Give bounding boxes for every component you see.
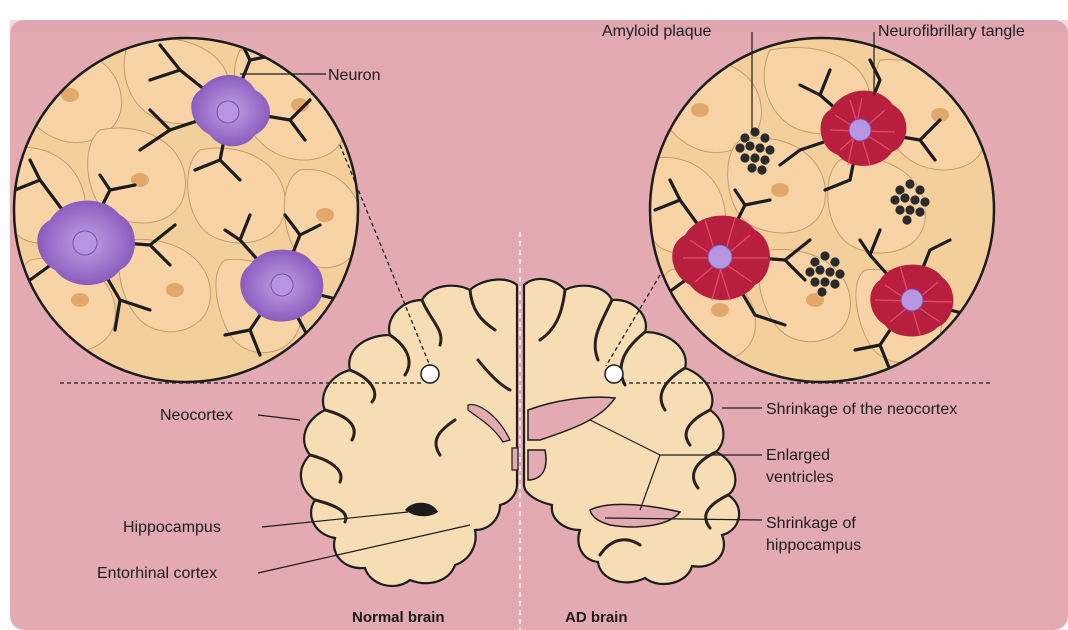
normal-sample-point xyxy=(421,365,439,383)
caption-normal-brain: Normal brain xyxy=(352,609,445,626)
label-neurofibrillary-tangle: Neurofibrillary tangle xyxy=(878,23,1025,40)
label-shrinkage-neocortex: Shrinkage of the neocortex xyxy=(766,401,957,418)
caption-ad-brain: AD brain xyxy=(565,609,628,626)
label-neuron: Neuron xyxy=(328,67,380,84)
label-enlarged-ventricles: Enlarged xyxy=(766,447,830,464)
normal-ventricle-lower xyxy=(512,448,518,470)
label-amyloid-plaque: Amyloid plaque xyxy=(602,23,712,40)
label-entorhinal-cortex: Entorhinal cortex xyxy=(97,565,217,582)
ad-sample-point xyxy=(605,365,623,383)
label-enlarged-ventricles-2: ventricles xyxy=(766,469,834,486)
label-shrinkage-hippocampus: Shrinkage of xyxy=(766,515,856,532)
label-neocortex: Neocortex xyxy=(160,407,233,424)
label-hippocampus: Hippocampus xyxy=(123,519,221,536)
label-shrinkage-hippocampus-2: hippocampus xyxy=(766,537,861,554)
